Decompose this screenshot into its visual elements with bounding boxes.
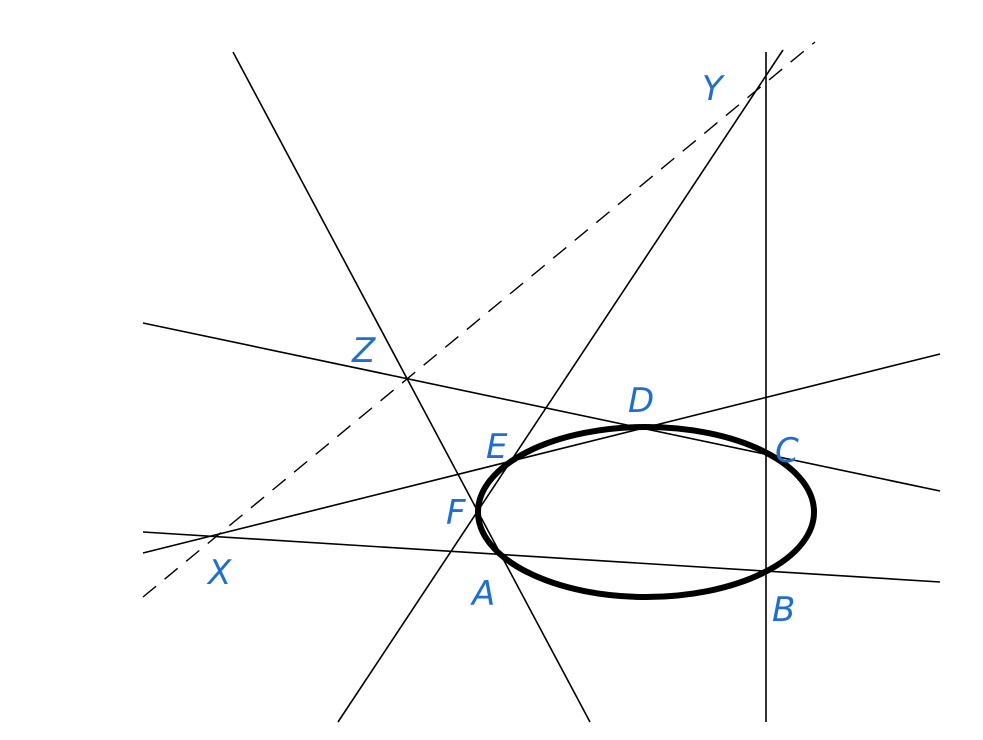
- line-ab: [142, 531, 941, 583]
- line-fd: [142, 353, 941, 554]
- label-z: Z: [351, 331, 376, 371]
- label-f: F: [446, 493, 466, 533]
- label-x: X: [206, 553, 232, 593]
- label-e: E: [486, 427, 508, 467]
- pascal-line: [142, 41, 816, 598]
- line-ey: [337, 49, 784, 723]
- label-d: D: [628, 381, 654, 421]
- conic-ellipse: [475, 424, 817, 600]
- label-a: A: [470, 574, 495, 614]
- line-za: [232, 51, 591, 723]
- label-y: Y: [702, 69, 725, 109]
- label-c: C: [775, 431, 799, 471]
- line-dc: [142, 322, 941, 492]
- label-b: B: [772, 590, 795, 630]
